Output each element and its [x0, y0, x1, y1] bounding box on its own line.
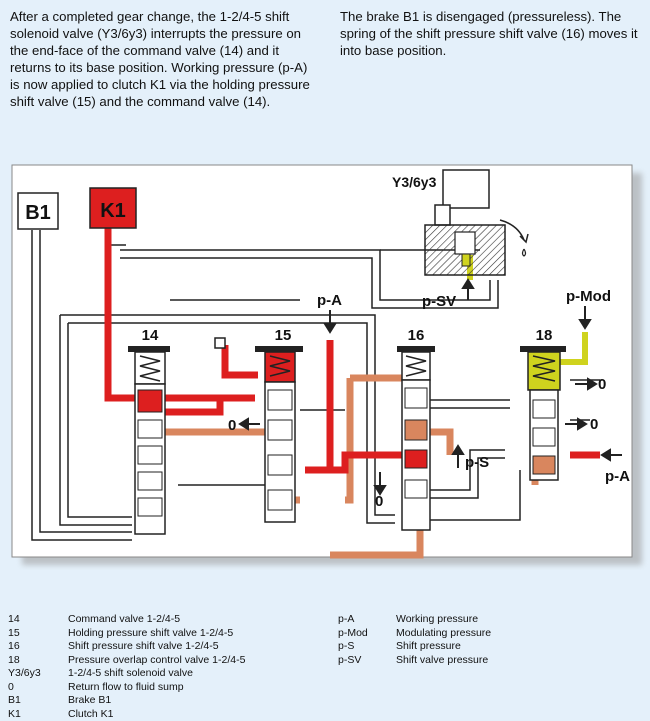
valve-16-label: 16 [408, 327, 425, 344]
legend-key: p-A [338, 613, 355, 625]
intro-paragraph-left: After a completed gear change, the 1-2/4… [10, 9, 310, 109]
legend-description: Return flow to fluid sump [68, 680, 184, 693]
legend-key: p-Mod [338, 626, 368, 639]
valve-18-label: 18 [536, 327, 553, 344]
legend-description: Shift pressure shift valve 1-2/4-5 [68, 640, 219, 652]
holding-pressure-valve-15 [255, 346, 303, 523]
legend-row: p-S Shift pressure [338, 640, 491, 654]
legend-key: p-SV [338, 653, 362, 666]
legend-description: Brake B1 [68, 694, 112, 706]
legend-row: 15 Holding pressure shift valve 1-2/4-5 [8, 627, 245, 641]
legend-components: 14 Command valve 1-2/4-5 15 Holding pressur… [8, 613, 245, 721]
legend-description: 1-2/4-5 shift solenoid valve [68, 667, 193, 679]
working-pressure-lines [104, 225, 600, 474]
legend-row: 18 Pressure overlap control valve 1-2/4-5 [8, 654, 245, 668]
legend-row: Y3/6y3 1-2/4-5 shift solenoid valve [8, 667, 245, 681]
channel-lines [31, 228, 600, 541]
legend-key: p-S [338, 640, 355, 652]
legend-key: 18 [8, 653, 20, 666]
legend-key: 16 [8, 640, 20, 652]
legend-description: Clutch K1 [68, 707, 114, 720]
pressure-overlap-valve-18 [520, 346, 566, 481]
return-zero-valve18-mid: 0 [590, 416, 598, 433]
legend-row: K1 Clutch K1 [8, 708, 245, 721]
pmod-label: p-Mod [566, 288, 611, 305]
legend-description: Command valve 1-2/4-5 [68, 613, 181, 625]
legend-row: p-SV Shift valve pressure [338, 654, 491, 668]
legend-description: Holding pressure shift valve 1-2/4-5 [68, 626, 234, 639]
legend-row: B1 Brake B1 [8, 694, 245, 708]
hydraulic-diagram: B1 K1 Y3/6y3 14 15 [11, 164, 642, 565]
command-valve-14 [128, 346, 170, 535]
legend-row: p-Mod Modulating pressure [338, 627, 491, 641]
legend-row: 14 Command valve 1-2/4-5 [8, 613, 245, 627]
legend-key: B1 [8, 694, 21, 706]
clutch-k1-label: K1 [100, 200, 126, 222]
legend-description: Modulating pressure [396, 626, 492, 639]
return-zero-valve16: 0 [375, 493, 383, 510]
valve-14-label: 14 [142, 327, 159, 344]
intro-paragraph-right: The brake B1 is disengaged (pressureless… [340, 9, 638, 58]
legend-key: Y3/6y3 [8, 667, 41, 679]
legend-description: Working pressure [396, 613, 479, 625]
legend-row: 0 Return flow to fluid sump [8, 681, 245, 695]
pa-right-label: p-A [605, 468, 630, 485]
port-box [214, 337, 226, 349]
flow-arrows [238, 278, 622, 496]
legend-key: 14 [8, 613, 20, 625]
legend-key: 0 [8, 680, 14, 693]
legend-description: Shift pressure [396, 640, 461, 652]
solenoid-label: Y3/6y3 [392, 174, 437, 190]
shift-pressure-valve-16 [397, 346, 435, 531]
ps-label: p-S [465, 454, 489, 471]
legend-key: 15 [8, 626, 20, 639]
legend-description: Pressure overlap control valve 1-2/4-5 [68, 653, 246, 666]
solenoid-valve-y3-6y3 [424, 169, 529, 276]
pa-top-label: p-A [317, 292, 342, 309]
legend-row: 16 Shift pressure shift valve 1-2/4-5 [8, 640, 245, 654]
valve-15-label: 15 [275, 327, 292, 344]
legend-pressures: p-A Working pressure p-Mod Modulating press… [338, 613, 491, 667]
brake-b1-box [17, 192, 59, 230]
clutch-k1-box [89, 187, 137, 229]
legend-row: p-A Working pressure [338, 613, 491, 627]
brake-b1-label: B1 [25, 202, 51, 224]
legend-description: Shift valve pressure [396, 653, 489, 666]
legend-key: K1 [8, 707, 21, 720]
return-zero-valve18-top: 0 [598, 376, 606, 393]
return-zero-valve15: 0 [228, 417, 236, 434]
psv-label: p-SV [422, 293, 456, 310]
